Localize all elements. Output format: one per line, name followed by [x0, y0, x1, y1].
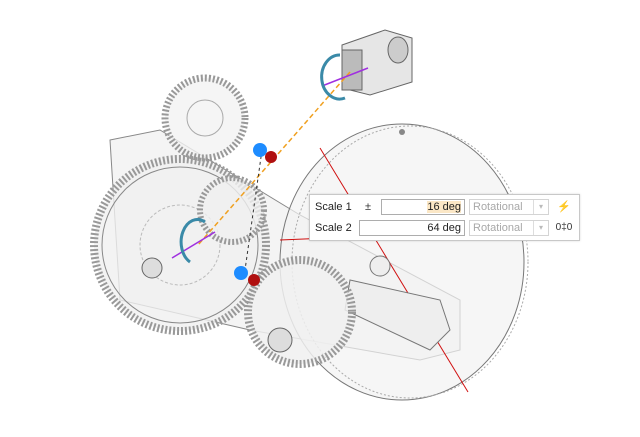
chevron-down-icon: ▾	[533, 200, 548, 214]
gizmo-handle-red[interactable]	[248, 274, 260, 286]
scale-2-label: Scale 2	[315, 222, 352, 234]
ratio-icon[interactable]: 0‡0	[555, 222, 573, 233]
gear-upper[interactable]	[161, 74, 249, 162]
plus-minus-icon[interactable]: ±	[364, 201, 372, 213]
gizmo-handle-red[interactable]	[265, 151, 277, 163]
scale-2-row: Scale 2 64 deg Rotational▾ 0‡0	[315, 219, 575, 237]
rotation-arrow-icon[interactable]	[320, 53, 346, 101]
motor[interactable]	[341, 29, 413, 96]
scale-1-label: Scale 1	[315, 201, 352, 213]
gear-ratio-dialog: Scale 1 ± 16 deg Rotational▾ ⚡ Scale 2 6…	[309, 194, 580, 241]
scale-2-input[interactable]: 64 deg	[359, 220, 465, 236]
shaft-arm	[344, 255, 451, 351]
scale-1-input[interactable]: 16 deg	[381, 199, 465, 215]
scale-2-type-select[interactable]: Rotational▾	[469, 220, 549, 236]
scale-1-row: Scale 1 ± 16 deg Rotational▾ ⚡	[315, 198, 575, 216]
rotation-arrow-icon[interactable]	[179, 218, 206, 264]
gear-middle[interactable]	[197, 175, 267, 245]
chevron-down-icon: ▾	[533, 221, 548, 235]
motor-axis	[321, 67, 369, 87]
gizmo-handle-blue[interactable]	[253, 143, 267, 157]
gear-lower[interactable]	[141, 256, 356, 368]
gear-axis	[171, 231, 216, 259]
gizmo-handle-blue[interactable]	[234, 266, 248, 280]
scale-1-type-select[interactable]: Rotational▾	[469, 199, 549, 215]
lightning-icon[interactable]: ⚡	[557, 201, 571, 213]
